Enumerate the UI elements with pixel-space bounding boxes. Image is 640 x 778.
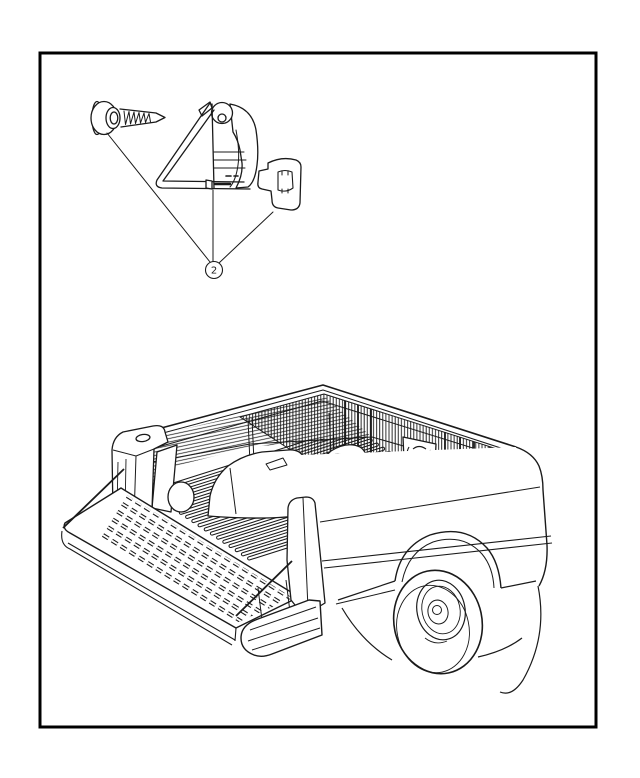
right-corner-post [286,496,326,611]
left-wheelhouse-hump [207,449,315,519]
tailgate-ribs [101,494,293,624]
leader-line-screw [106,132,211,263]
callout-2: 2 [204,260,224,280]
rib-line [126,495,293,607]
rib-line [112,518,290,624]
bed-top-rails [149,384,517,460]
rib-line [102,534,280,624]
part-screw-illustration [90,100,166,136]
right-bedside-exterior [300,446,553,665]
rear-fender [337,530,542,694]
rib-line [121,503,293,615]
truck-bed-illustration [61,384,553,694]
rear-bumper-end [240,579,323,657]
callout-2-label: 2 [211,266,217,277]
leader-line-clip [218,211,274,264]
rear-wheel [392,569,484,675]
part-tie-down-cleat-illustration [155,101,259,190]
open-tailgate [61,487,300,646]
part-retainer-clip-illustration [257,157,302,211]
tailgate-cables [62,468,293,617]
rib-line [116,510,293,623]
